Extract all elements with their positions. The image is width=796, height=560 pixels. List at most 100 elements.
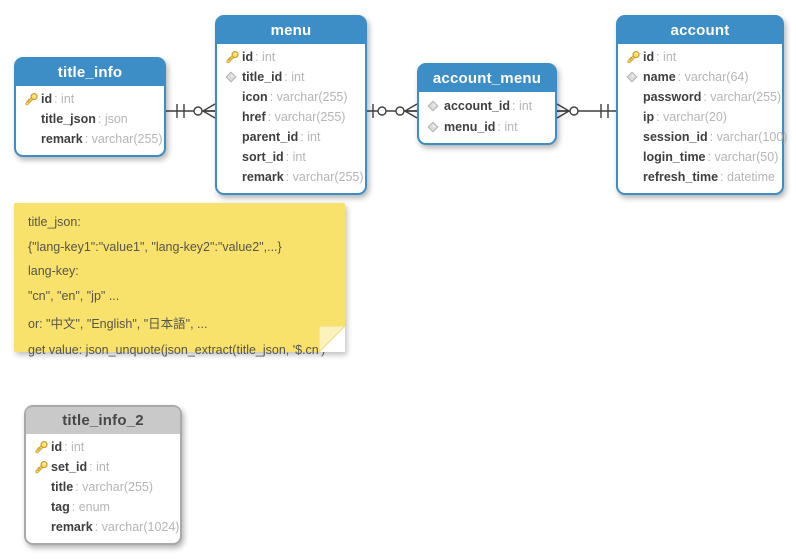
table-menu-header[interactable]: menu [217, 17, 365, 44]
table-account_menu-header[interactable]: account_menu [419, 65, 555, 92]
foreign-key-icon [225, 70, 242, 85]
table-field-row[interactable]: title_id: int [225, 67, 361, 87]
table-field-row[interactable]: href: varchar(255) [225, 107, 361, 127]
field-name: remark [242, 170, 284, 184]
field-name: account_id [444, 98, 510, 113]
table-field-row[interactable]: icon: varchar(255) [225, 87, 361, 107]
table-field-row[interactable]: login_time: varchar(50) [626, 147, 778, 167]
table-field-row[interactable]: menu_id: int [427, 116, 551, 137]
relationship-title_info-menu[interactable] [166, 103, 216, 119]
field-name: name [643, 70, 676, 84]
field-type: : json [97, 112, 128, 126]
field-type: : int [255, 50, 276, 64]
field-icon-spacer [34, 480, 51, 495]
field-type: : varchar(50) [707, 150, 779, 164]
table-field-row[interactable]: id: int [24, 89, 160, 109]
field-type: : int [656, 50, 677, 64]
field-type: : int [54, 92, 75, 106]
field-type: : varchar(255) [75, 480, 154, 494]
table-field-row[interactable]: tag: enum [34, 497, 176, 517]
field-name: remark [51, 520, 93, 534]
field-icon-spacer [225, 90, 242, 105]
field-type: : varchar(255) [285, 170, 364, 184]
field-name: title [51, 480, 74, 494]
primary-key-icon [34, 460, 51, 475]
field-name: parent_id [242, 130, 299, 144]
note-line: "cn", "en", "jp" ... [28, 288, 120, 303]
field-type: : varchar(255) [269, 90, 348, 104]
field-type: : int [285, 150, 306, 164]
table-field-row[interactable]: title: varchar(255) [34, 477, 176, 497]
field-type: : varchar(255) [267, 110, 346, 124]
field-name: id [51, 440, 63, 454]
field-name: set_id [51, 460, 88, 474]
field-type: : varchar(255) [703, 90, 782, 104]
field-name: sort_id [242, 150, 284, 164]
field-name: session_id [643, 130, 708, 144]
field-type: : int [497, 119, 518, 134]
table-field-row[interactable]: password: varchar(255) [626, 87, 782, 107]
note-folded-corner-icon [319, 326, 345, 352]
primary-key-icon [626, 50, 643, 65]
primary-key-icon [34, 440, 51, 455]
table-field-row[interactable]: account_id: int [427, 95, 551, 116]
field-icon-spacer [626, 130, 643, 145]
field-icon-spacer [626, 110, 643, 125]
field-type: : varchar(100) [709, 130, 788, 144]
table-field-row[interactable]: id: int [626, 47, 778, 67]
field-type: : int [300, 130, 321, 144]
field-icon-spacer [24, 112, 41, 127]
field-icon-spacer [626, 90, 643, 105]
field-name: icon [242, 90, 268, 104]
relationship-account_menu-account[interactable] [556, 103, 616, 119]
table-account-header[interactable]: account [618, 17, 782, 44]
table-field-row[interactable]: remark: varchar(255) [24, 129, 163, 149]
table-field-row[interactable]: remark: varchar(255) [225, 167, 364, 187]
field-icon-spacer [34, 500, 51, 515]
sticky-note-title_json[interactable]: title_json: {"lang-key1":"value1", "lang… [14, 203, 345, 357]
table-field-row[interactable]: parent_id: int [225, 127, 361, 147]
field-name: menu_id [444, 119, 496, 134]
field-name: login_time [643, 150, 706, 164]
table-title_info_2-header[interactable]: title_info_2 [26, 407, 180, 434]
field-type: : int [284, 70, 305, 84]
field-name: refresh_time [643, 170, 719, 184]
table-field-row[interactable]: id: int [225, 47, 361, 67]
foreign-key-icon [427, 98, 444, 113]
field-name: title_json [41, 112, 96, 126]
table-field-row[interactable]: session_id: varchar(100) [626, 127, 787, 147]
field-name: ip [643, 110, 655, 124]
table-field-row[interactable]: ip: varchar(20) [626, 107, 778, 127]
field-name: id [41, 92, 53, 106]
primary-key-icon [225, 50, 242, 65]
field-icon-spacer [626, 150, 643, 165]
table-field-row[interactable]: set_id: int [34, 457, 176, 477]
field-name: tag [51, 500, 70, 514]
table-title_info-header[interactable]: title_info [16, 59, 164, 86]
field-name: id [242, 50, 254, 64]
primary-key-icon [24, 92, 41, 107]
table-field-row[interactable]: remark: varchar(1024) [34, 517, 179, 537]
table-field-row[interactable]: sort_id: int [225, 147, 361, 167]
field-icon-spacer [24, 132, 41, 147]
table-field-row[interactable]: id: int [34, 437, 176, 457]
field-type: : int [64, 440, 85, 454]
field-type: : int [89, 460, 110, 474]
table-field-row[interactable]: name: varchar(64) [626, 67, 778, 87]
field-type: : int [512, 98, 533, 113]
table-field-row[interactable]: title_json: json [24, 109, 160, 129]
table-field-row[interactable]: refresh_time: datetime [626, 167, 778, 187]
note-line: {"lang-key1":"value1", "lang-key2":"valu… [28, 239, 282, 254]
field-name: remark [41, 132, 83, 146]
relationship-menu-account_menu[interactable] [367, 103, 418, 119]
